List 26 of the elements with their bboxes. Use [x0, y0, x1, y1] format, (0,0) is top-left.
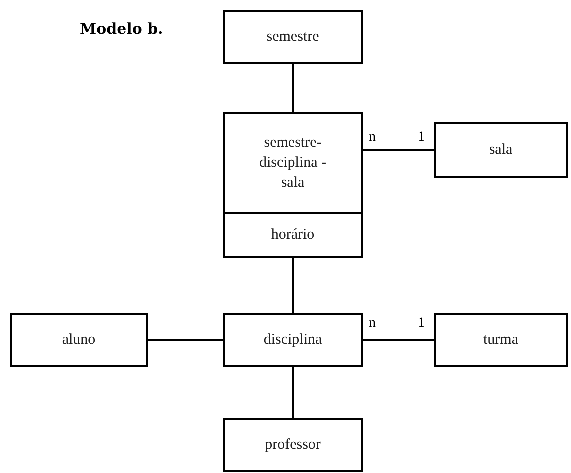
entity-name: semestre- disciplina -sala	[258, 134, 328, 194]
connector-line	[363, 149, 434, 151]
cardinality-label: 1	[418, 130, 425, 146]
entity-box	[223, 10, 363, 64]
entity-name: professor	[265, 436, 321, 455]
connector-line	[292, 64, 294, 112]
entity-name: sala	[489, 140, 513, 160]
entity-box	[223, 418, 363, 472]
cardinality-label: n	[369, 130, 376, 146]
entity-box	[223, 112, 363, 258]
entity-name: semestre	[266, 28, 320, 47]
cardinality-label: n	[369, 316, 376, 332]
entity-box	[434, 122, 568, 178]
entity-box	[434, 313, 568, 367]
entity-name: disciplina	[264, 330, 322, 350]
entity-attribute: horário	[271, 226, 315, 245]
connector-line	[363, 339, 434, 341]
cardinality-label: 1	[418, 316, 425, 332]
connector-line	[292, 258, 294, 313]
connector-line	[148, 339, 223, 341]
entity-box	[223, 313, 363, 367]
diagram-title: Modelo b.	[80, 20, 164, 38]
entity-box	[10, 313, 148, 367]
entity-name: turma	[484, 330, 518, 350]
entity-name: aluno	[62, 330, 96, 350]
connector-line	[292, 367, 294, 418]
